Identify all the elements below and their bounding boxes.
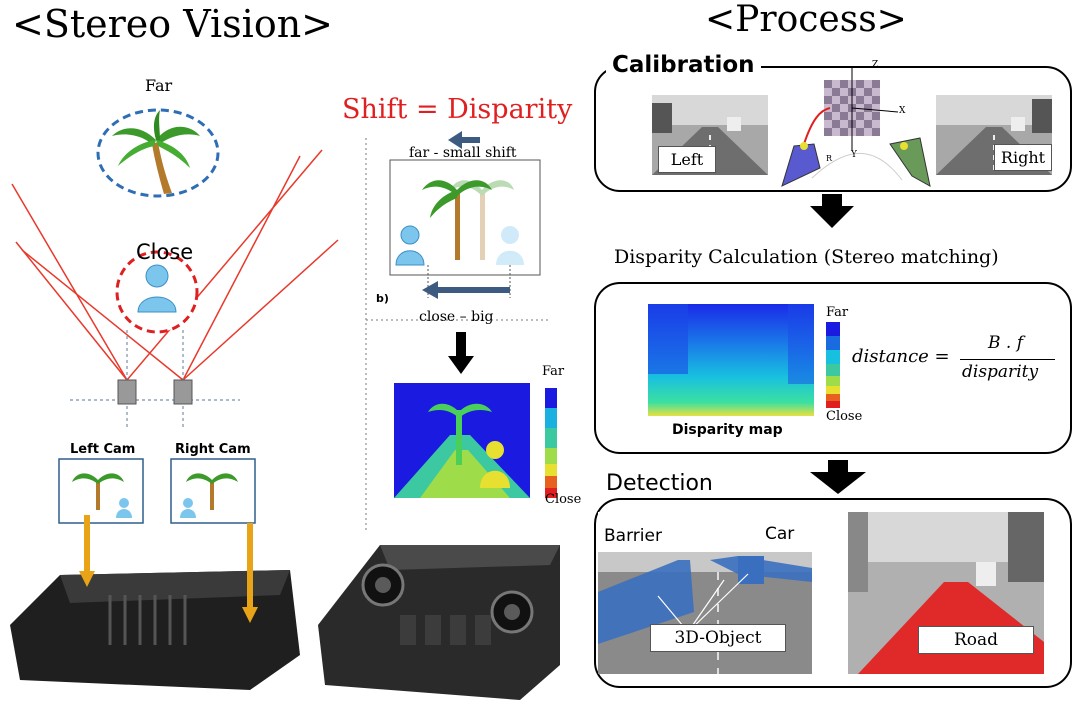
disparity-colorbar bbox=[826, 322, 840, 408]
disparity-map-label: Disparity map bbox=[672, 422, 783, 438]
disparity-legend-far: Far bbox=[826, 305, 849, 320]
object-label: 3D-Object bbox=[650, 624, 786, 652]
formula-numerator: B . f bbox=[988, 333, 1023, 353]
formula-lhs: distance = bbox=[852, 346, 950, 367]
person-icon bbox=[137, 264, 177, 313]
shift-disparity-heading: Shift = Disparity bbox=[342, 94, 573, 125]
stereo-camera-hardware-illustration bbox=[10, 515, 560, 700]
left-cam-label: Left Cam bbox=[70, 442, 136, 457]
axis-y-label: Y bbox=[851, 150, 857, 160]
formula-denominator: disparity bbox=[962, 362, 1039, 382]
process-title: <Process> bbox=[705, 0, 907, 40]
disparity-heading: Disparity Calculation (Stereo matching) bbox=[614, 246, 999, 268]
calibration-left-label: Left bbox=[658, 146, 716, 173]
down-arrow-1 bbox=[810, 194, 854, 228]
depth-legend-close: Close bbox=[545, 492, 582, 507]
disparity-panel bbox=[365, 131, 557, 530]
panel-b-label: b) bbox=[376, 292, 389, 305]
disparity-map-image bbox=[648, 304, 814, 416]
calibration-right-label: Right bbox=[994, 144, 1052, 171]
right-camera-icon bbox=[173, 379, 193, 405]
stereo-rays-diagram bbox=[11, 108, 339, 430]
calibration-pattern-diagram bbox=[781, 66, 931, 187]
right-cam-label: Right Cam bbox=[175, 442, 251, 457]
depth-legend-far: Far bbox=[542, 364, 565, 379]
palm-tree-icon bbox=[112, 110, 200, 194]
barrier-label: Barrier bbox=[604, 526, 662, 546]
detection-heading: Detection bbox=[606, 471, 713, 496]
far-small-shift-label: far - small shift bbox=[409, 145, 517, 161]
left-cam-view bbox=[58, 458, 144, 524]
axis-x-label: X bbox=[899, 106, 906, 116]
axis-r-label: R bbox=[826, 154, 833, 163]
far-ring bbox=[96, 108, 220, 198]
calibration-heading: Calibration bbox=[606, 52, 761, 78]
stereo-vision-title: <Stereo Vision> bbox=[12, 2, 334, 46]
down-arrow-2 bbox=[810, 460, 866, 494]
road-label: Road bbox=[918, 626, 1034, 654]
disparity-legend-close: Close bbox=[826, 409, 863, 424]
car-label: Car bbox=[765, 524, 795, 544]
close-big-label: close – big bbox=[419, 309, 494, 325]
axis-z-label: Z bbox=[872, 60, 879, 70]
close-label: Close bbox=[136, 240, 194, 264]
left-camera-icon bbox=[117, 379, 137, 405]
detection-barrier-car-photo bbox=[598, 512, 812, 674]
close-ring bbox=[115, 250, 199, 334]
right-cam-view bbox=[170, 458, 256, 524]
camera-rays bbox=[11, 149, 339, 381]
far-label: Far bbox=[145, 76, 173, 95]
formula-fraction-bar bbox=[960, 359, 1055, 360]
